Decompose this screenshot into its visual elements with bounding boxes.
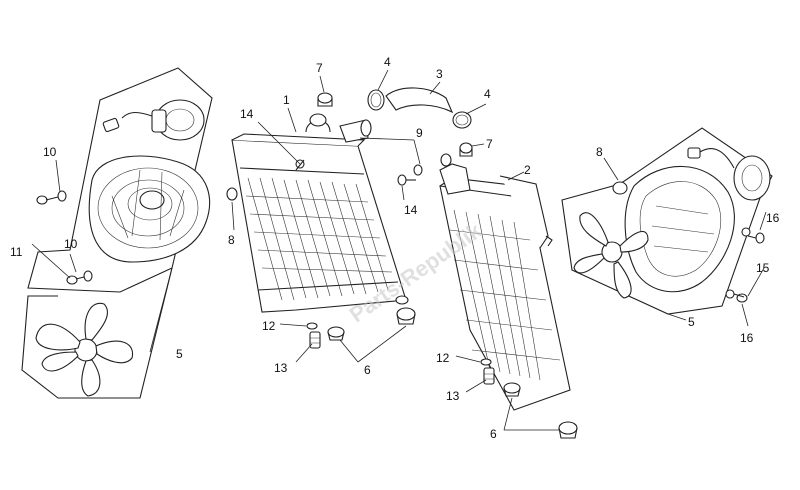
callout-labels: 10 11 10 5 1 14 7 4 3 4 7 9 8 14 12 13 6…: [10, 55, 780, 441]
callout-5-left: 5: [176, 347, 183, 361]
callout-3: 3: [436, 67, 443, 81]
radiator-1: [231, 113, 409, 313]
grommet-8-left: [226, 187, 238, 201]
hose-3: [385, 87, 454, 114]
washer-9: [413, 164, 423, 176]
callout-6-right: 6: [490, 427, 497, 441]
bolt-16-lower: [725, 289, 745, 299]
callout-8-right: 8: [596, 145, 603, 159]
grommet-6-left-b: [396, 307, 416, 325]
bolt-14-center: [397, 174, 416, 186]
left-fan-assembly: [21, 67, 213, 399]
callout-13-right: 13: [446, 389, 460, 403]
grommet-6-right-a: [503, 382, 521, 397]
cap-7-left: [317, 92, 333, 107]
left-bolt-lower: [66, 270, 93, 285]
left-bolt-upper: [36, 190, 67, 205]
bolt-13-left: [309, 331, 321, 349]
left-fan-shroud: [88, 155, 211, 263]
nut-15: [736, 227, 751, 303]
callout-14-center: 14: [404, 203, 418, 217]
callout-10-upper: 10: [43, 145, 57, 159]
left-fan-motor: [102, 99, 205, 141]
left-fan-group-outline: [27, 67, 213, 293]
right-fan-blade: [573, 212, 649, 299]
radiator-2: [439, 153, 571, 411]
callout-6-left: 6: [364, 363, 371, 377]
callout-13-left: 13: [274, 361, 288, 375]
callout-1: 1: [283, 93, 290, 107]
callout-7-left: 7: [316, 61, 323, 75]
callout-10-lower: 10: [64, 237, 78, 251]
hose-clamp-4-left: [367, 89, 385, 111]
right-fan-shroud: [624, 165, 735, 293]
callout-4-right: 4: [484, 87, 491, 101]
callout-12-left: 12: [262, 319, 276, 333]
left-fan-blade-outline: [21, 267, 173, 399]
callout-11: 11: [10, 245, 23, 259]
grommet-8-right: [612, 181, 628, 195]
bolt-14-left: [295, 159, 305, 171]
bolt-13-right: [483, 367, 495, 385]
washer-12-right: [480, 358, 492, 366]
callout-2: 2: [524, 163, 531, 177]
callout-8-left: 8: [228, 233, 235, 247]
washer-12-left: [306, 322, 318, 330]
bolt-16-upper: [747, 232, 765, 244]
leader-lines: [31, 69, 767, 431]
callout-16-upper: 16: [766, 211, 780, 225]
cap-7-right: [459, 142, 473, 157]
callout-15: 15: [756, 261, 770, 275]
callout-16-lower: 16: [740, 331, 754, 345]
callout-14-left: 14: [240, 107, 254, 121]
grommet-6-right-b: [558, 421, 578, 439]
callout-5-right: 5: [688, 315, 695, 329]
right-fan-assembly: [561, 127, 773, 315]
callout-12-right: 12: [436, 351, 450, 365]
callout-4-left: 4: [384, 55, 391, 69]
hose-clamp-4-right: [452, 111, 472, 129]
left-fan-blade: [35, 302, 134, 397]
right-fan-motor: [687, 147, 771, 201]
grommet-6-left-a: [327, 326, 345, 341]
callout-9: 9: [416, 126, 423, 140]
callout-7-right: 7: [486, 137, 493, 151]
